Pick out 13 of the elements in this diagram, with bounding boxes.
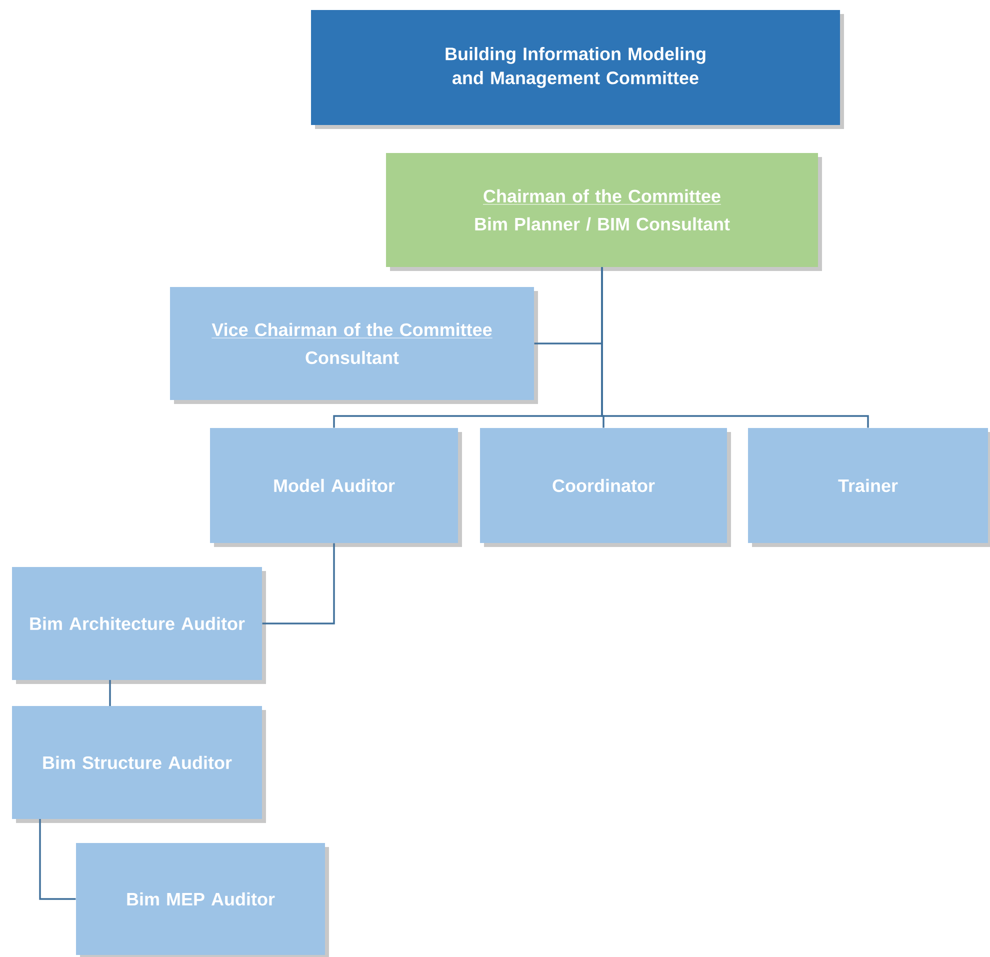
role-box: Bim MEP Auditor <box>76 842 329 957</box>
role-box: Coordinator <box>480 428 731 547</box>
role-box: Bim Structure Auditor <box>12 706 266 823</box>
connector-line <box>601 267 869 428</box>
title-box: Building Information Modeling and Management Committee <box>311 10 844 129</box>
role-box: Vice Chairman of the Committee Consultant <box>170 287 538 404</box>
role-box: Bim Architecture Auditor <box>12 567 266 684</box>
connector-line <box>39 818 76 900</box>
connector-line <box>262 543 335 624</box>
role-box: Model Auditor <box>210 428 462 547</box>
role-box: Chairman of the Committee Bim Planner / BIM Consultant <box>386 153 822 271</box>
connector-line <box>109 680 111 706</box>
role-box: Trainer <box>748 428 990 547</box>
